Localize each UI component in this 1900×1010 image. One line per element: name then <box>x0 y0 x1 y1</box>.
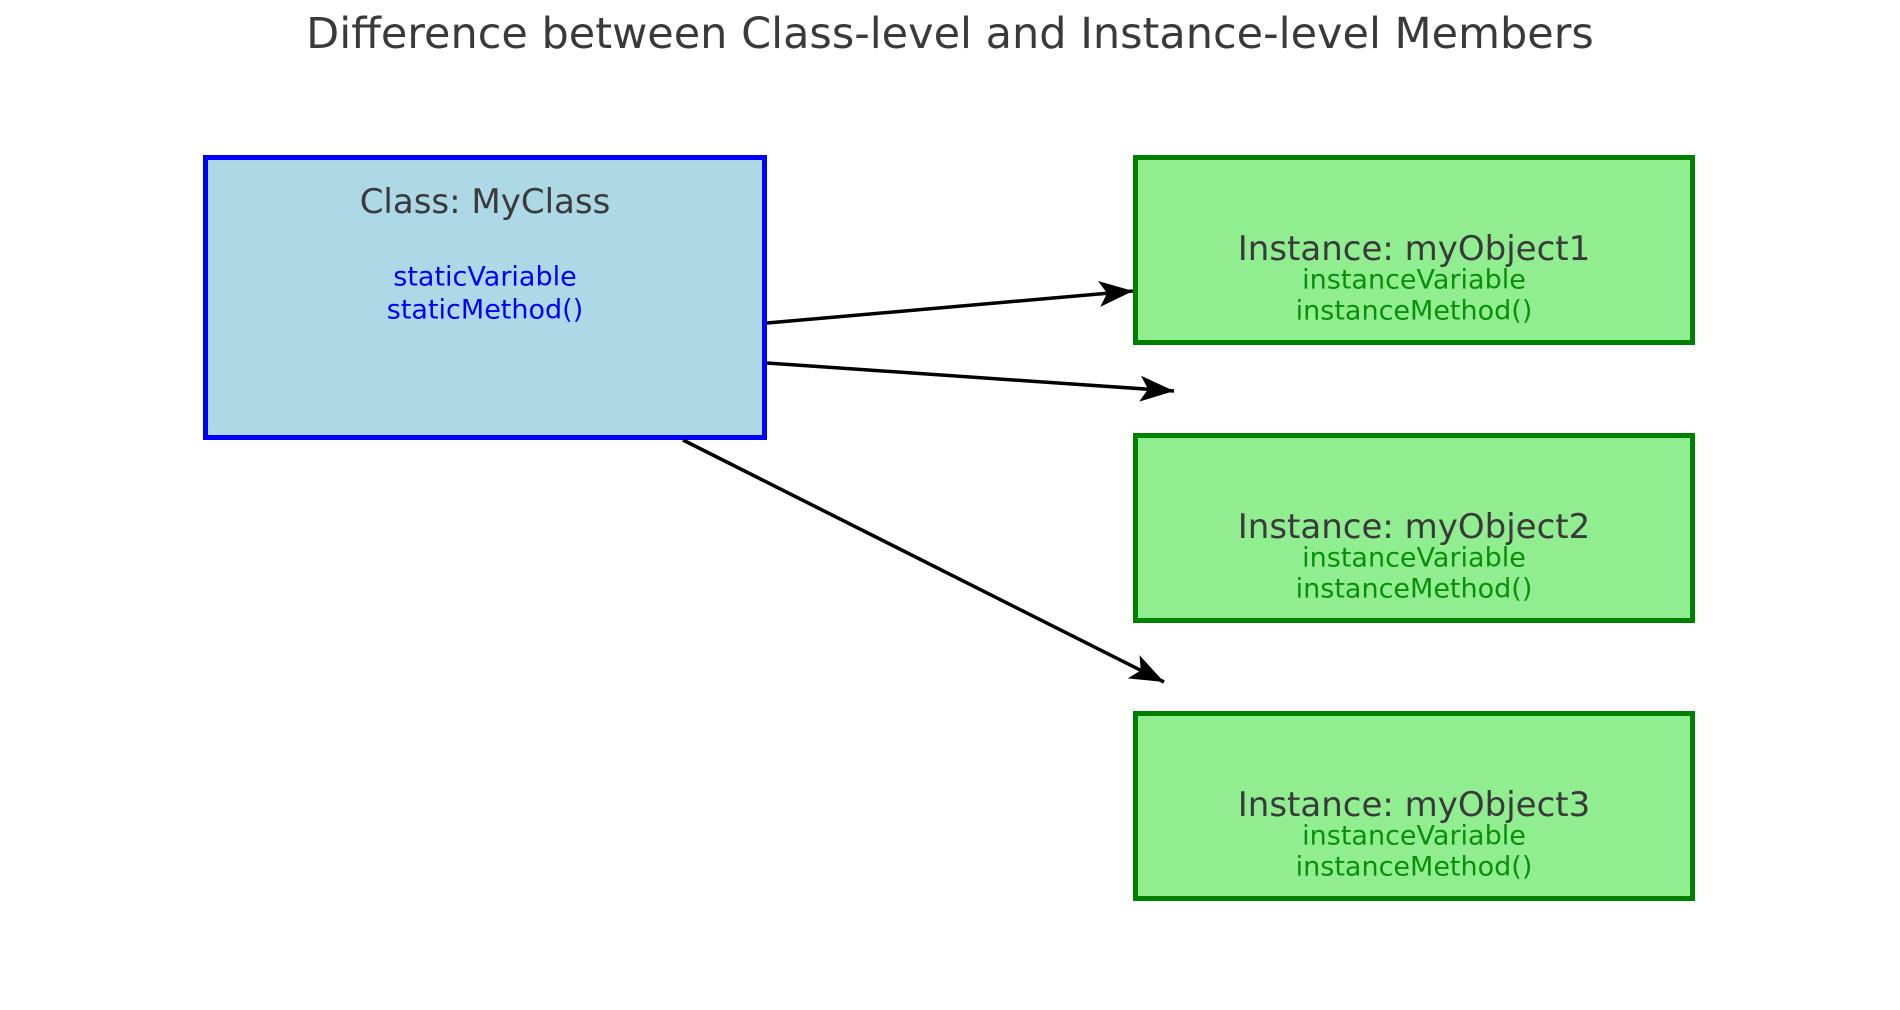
instance-box-myobject3: Instance: myObject3 instanceVariable ins… <box>1133 711 1695 901</box>
class-box-myclass: Class: MyClass staticVariable staticMeth… <box>203 155 767 440</box>
instance-box-myobject1: Instance: myObject1 instanceVariable ins… <box>1133 155 1695 345</box>
class-box-title: Class: MyClass <box>359 182 611 222</box>
instance-member-variable: instanceVariable <box>1302 542 1526 574</box>
diagram-title: Difference between Class-level and Insta… <box>306 9 1594 59</box>
instance-member-variable: instanceVariable <box>1302 264 1526 296</box>
instance-member-method: instanceMethod() <box>1295 295 1533 327</box>
instance-box-title: Instance: myObject2 <box>1237 507 1591 547</box>
instance-box-myobject2: Instance: myObject2 instanceVariable ins… <box>1133 433 1695 623</box>
arrow-class-to-myobject1 <box>766 281 1134 325</box>
instance-member-variable: instanceVariable <box>1302 820 1526 852</box>
arrow-class-to-myobject2 <box>766 361 1175 402</box>
instance-box-title: Instance: myObject1 <box>1237 229 1591 269</box>
instance-member-method: instanceMethod() <box>1295 851 1533 883</box>
class-member-static-method: staticMethod() <box>386 294 584 326</box>
class-member-static-variable: staticVariable <box>393 261 577 293</box>
instance-box-title: Instance: myObject3 <box>1237 785 1591 825</box>
instance-member-method: instanceMethod() <box>1295 573 1533 605</box>
arrow-class-to-myobject3 <box>682 438 1165 684</box>
